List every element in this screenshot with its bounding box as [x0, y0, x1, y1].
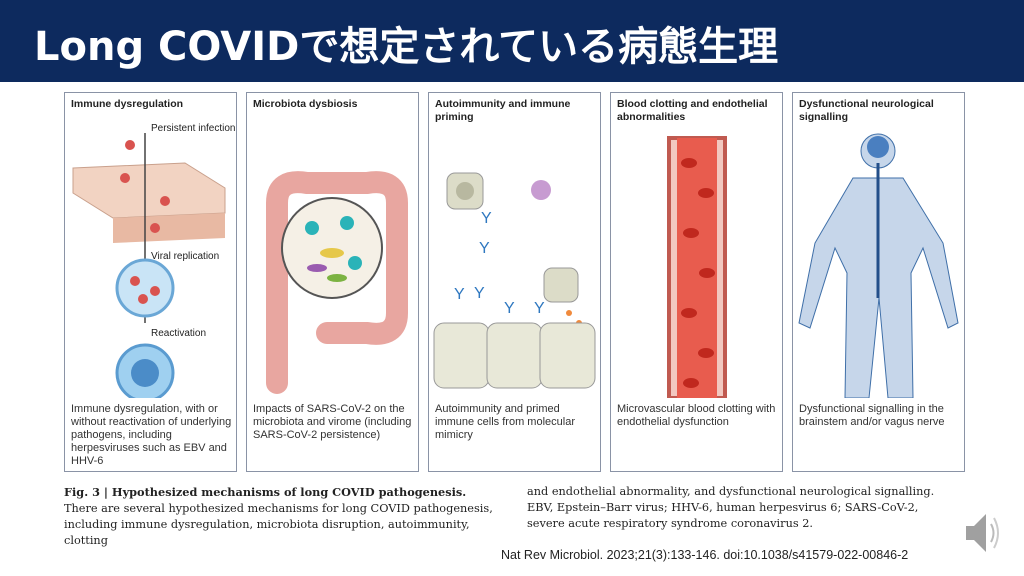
title-bar: Long COVIDで想定されている病態生理	[0, 0, 1024, 82]
caption-text: There are several hypothesized mechanism…	[64, 502, 493, 547]
panel-description: Immune dysregulation, with or without re…	[71, 403, 232, 467]
svg-text:Y: Y	[481, 210, 492, 227]
panel-title: Dysfunctional neurological signalling	[799, 98, 934, 123]
panel-immune-dysregulation: Immune dysregulation Persistent infectio…	[64, 92, 237, 472]
citation: Nat Rev Microbiol. 2023;21(3):133-146. d…	[501, 548, 909, 562]
panel-neurological-signalling: Dysfunctional neurological signalling Dy…	[792, 92, 965, 472]
panel-description: Autoimmunity and primed immune cells fro…	[435, 403, 575, 441]
nervous-system-illustration	[798, 133, 959, 398]
caption-heading: Fig. 3 | Hypothesized mechanisms of long…	[64, 485, 467, 499]
svg-text:Persistent infection: Persistent infection	[151, 123, 235, 134]
panel-title: Autoimmunity and immune priming	[435, 98, 571, 123]
speaker-icon[interactable]	[962, 508, 1002, 558]
panel-description: Microvascular blood clotting with endoth…	[617, 403, 776, 428]
svg-text:Y: Y	[454, 286, 465, 303]
panel-blood-clotting: Blood clotting and endothelial abnormali…	[610, 92, 783, 472]
svg-text:Y: Y	[474, 285, 485, 302]
figure-caption-right: and endothelial abnormality, and dysfunc…	[527, 485, 935, 530]
svg-text:Reactivation: Reactivation	[151, 328, 206, 339]
panel-description: Dysfunctional signalling in the brainste…	[799, 403, 945, 428]
panel-title: Immune dysregulation	[71, 98, 184, 110]
intestine-illustration	[266, 171, 408, 394]
panel-title: Microbiota dysbiosis	[253, 98, 358, 110]
blood-vessel-illustration	[667, 136, 727, 398]
svg-text:Y: Y	[504, 300, 515, 317]
svg-text:Viral replication: Viral replication	[151, 251, 219, 262]
slide-title: Long COVIDで想定されている病態生理	[34, 24, 779, 70]
immune-dysregulation-illustration: Persistent infection Viral replication R…	[72, 123, 235, 398]
svg-text:Y: Y	[534, 300, 545, 317]
svg-text:Y: Y	[479, 240, 490, 257]
panel-description: Impacts of SARS-CoV-2 on the microbiota …	[253, 403, 412, 441]
figure-caption-left: Fig. 3 | Hypothesized mechanisms of long…	[64, 484, 494, 549]
panel-microbiota-dysbiosis: Microbiota dysbiosis Impacts of SARS-CoV…	[246, 92, 419, 472]
panel-title: Blood clotting and endothelial abnormali…	[617, 98, 768, 123]
